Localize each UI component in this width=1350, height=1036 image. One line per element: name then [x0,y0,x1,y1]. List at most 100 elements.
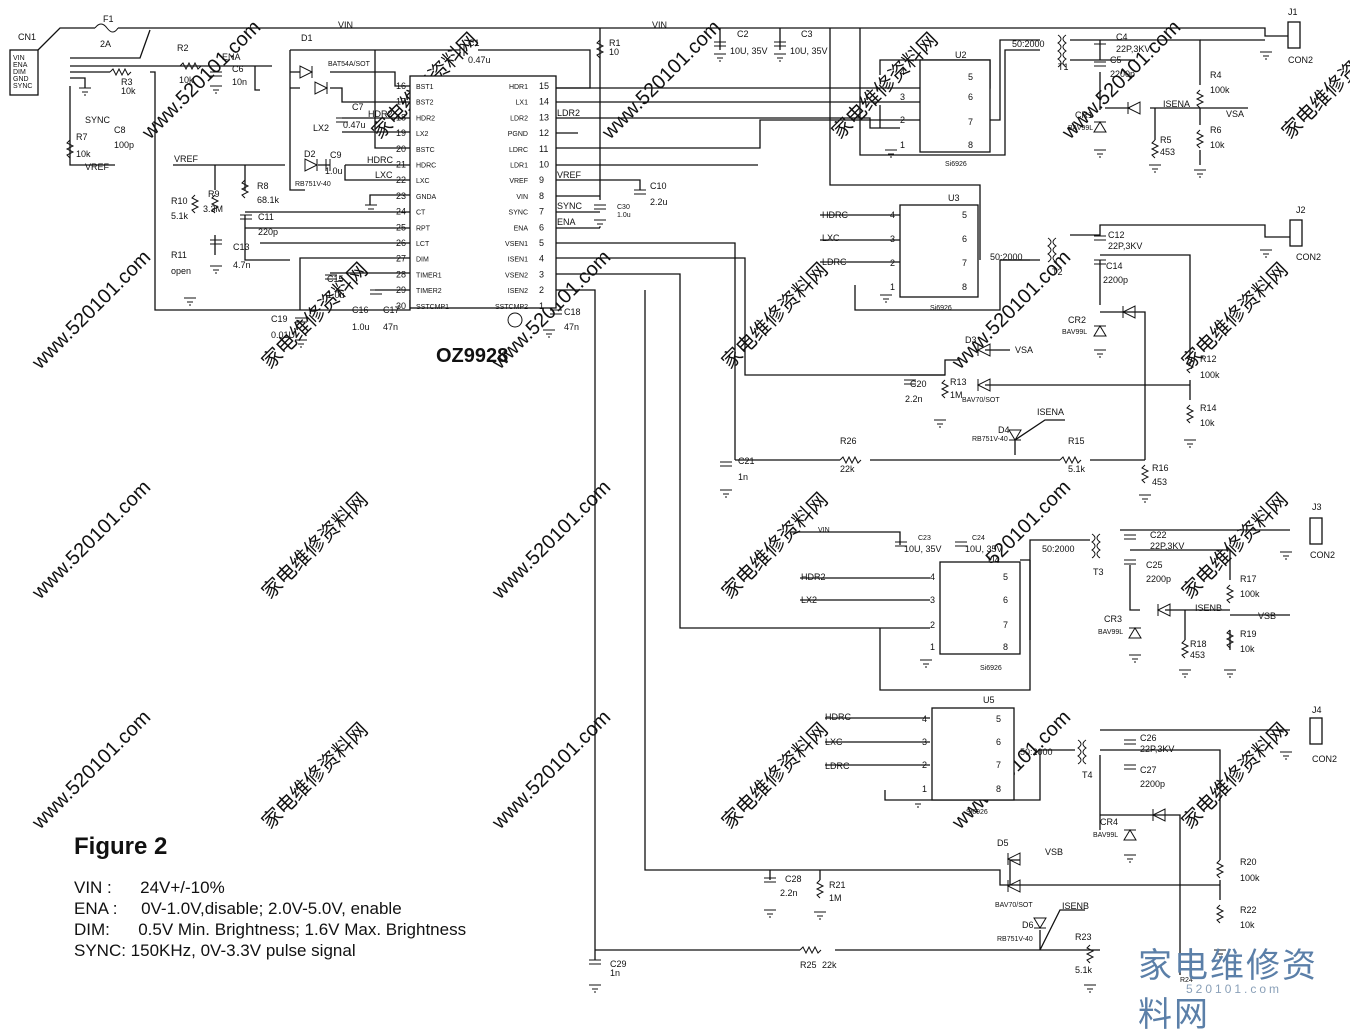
diode-symbols [299,65,1171,929]
u2-pin6: 6 [968,92,973,102]
figure-title: Figure 2 [74,833,168,860]
u5-pin6: 6 [996,737,1001,747]
f1-label: F1 [103,14,114,24]
r14-value: 10k [1200,418,1215,428]
u2-pin1: 1 [900,140,905,150]
c2-label: C2 [737,29,749,39]
u2-pin8: 8 [968,140,973,150]
j3-type: CON2 [1310,550,1335,560]
c4-value: 22P,3KV [1116,44,1150,54]
d4-part: RB751V-40 [972,436,1008,443]
r6-value: 10k [1210,140,1225,150]
r26-label: R26 [840,436,857,446]
ic-pin-number-14: 14 [539,97,549,107]
c28-value: 2.2n [780,888,798,898]
r10-value: 5.1k [171,211,189,221]
net-vref-2: VREF [174,154,199,164]
site-logo-stamp: 家电维修资料网 520101.com [1116,938,1344,1035]
ic-pin-number-21: 21 [396,160,406,170]
c7-label: C7 [352,102,364,112]
c10-value: 2.2u [650,197,668,207]
cn1-pin-sync: SYNC [13,83,32,90]
j2-body [1289,219,1303,247]
cr1-part: BAV99L [1068,125,1093,132]
net-vref-3: VREF [557,170,582,180]
ic-right-pins: 15HDR114LX113LDR212PGND11LDRC10LDR19VREF… [495,81,549,311]
d1-part: BAT54A/SOT [328,61,371,68]
j2-label: J2 [1296,205,1306,215]
u2-pin2: 2 [900,115,905,125]
r15-label: R15 [1068,436,1085,446]
ic-pin-name-dim: DIM [416,257,429,264]
r17-value: 100k [1240,589,1260,599]
watermark-cn: 家电维修资料网 [257,488,372,603]
u4-pin3: 3 [930,595,935,605]
c20-value: 2.2n [905,394,923,404]
r7-value: 10k [76,149,91,159]
wiring [37,27,1290,975]
u3-pin2: 2 [890,258,895,268]
ic-pin-name-vsen2: VSEN2 [505,272,528,279]
ic-pin-number-20: 20 [396,144,406,154]
u4-pin8: 8 [1003,642,1008,652]
u3-part: Si6926 [930,305,952,312]
r16-label: R16 [1152,463,1169,473]
net-ldrc-1: LDRC [822,257,847,267]
u2-pin4: 4 [900,67,905,77]
ic-pin-number-19: 19 [396,128,406,138]
r12-value: 100k [1200,370,1220,380]
c14-label: C14 [1106,261,1123,271]
cr2-label: CR2 [1068,315,1086,325]
r13-value: 1M [950,390,963,400]
ic-pin-number-26: 26 [396,238,406,248]
net-lx2-1: LX2 [313,123,329,133]
net-vsb-2: VSB [1045,847,1063,857]
d3-part: BAV70/SOT [962,397,1000,404]
net-vref-1: VREF [85,162,110,172]
u4-pin6: 6 [1003,595,1008,605]
c23-label: C23 [918,535,931,542]
r25-value: 22k [822,960,837,970]
u4-pin4: 4 [930,572,935,582]
spec-line-ena: ENA : 0V-1.0V,disable; 2.0V-5.0V, enable [74,899,402,918]
u2-pin7: 7 [968,117,973,127]
net-vsa-2: VSA [1015,345,1033,355]
r19-value: 10k [1240,644,1255,654]
ic-pin-name-bst1: BST1 [416,84,434,91]
c27-value: 2200p [1140,779,1165,789]
ic-pin-name-lxc: LXC [416,178,430,185]
net-lxc-3: LXC [825,737,843,747]
ic-pin-number-27: 27 [396,254,406,264]
u5-part: Si6926 [966,809,988,816]
ic-pin-number-11: 11 [539,144,548,154]
ic-pin-name-ldr2: LDR2 [510,115,528,122]
stamp-url-text: 520101.com [1186,982,1283,996]
net-sync-2: SYNC [557,201,583,211]
j2-type: CON2 [1296,252,1321,262]
r4-value: 100k [1210,85,1230,95]
ic-pin-number-9: 9 [539,175,544,185]
ic-pin-number-23: 23 [396,191,406,201]
c3-value: 10U, 35V [790,46,828,56]
watermark-site: www.520101.com [27,706,155,834]
net-vin-1: VIN [338,20,353,30]
c18-label: C18 [564,307,581,317]
net-isena-2: ISENA [1037,407,1064,417]
ic-pin-name-ena: ENA [514,225,529,232]
ic-pin-name-sstcmp2: SSTCMP2 [495,304,528,311]
net-ldrc-2: LDRC [825,761,850,771]
j1-body [1287,21,1301,49]
u4-pin2: 2 [930,620,935,630]
c22-label: C22 [1150,530,1167,540]
ic-pin-name-lct: LCT [416,241,430,248]
u5-pin5: 5 [996,714,1001,724]
ic-pin-number-16: 16 [396,81,406,91]
c26-value: 22P,3KV [1140,744,1174,754]
ic-pin-name-hdr2: HDR2 [416,115,435,122]
net-lxc-2: LXC [822,233,840,243]
u4-pin7: 7 [1003,620,1008,630]
net-vsa-1: VSA [1226,109,1244,119]
j3-label: J3 [1312,502,1322,512]
watermark-cn: 家电维修资料网 [1177,488,1292,603]
ic-pin-name-hdr1: HDR1 [509,84,528,91]
